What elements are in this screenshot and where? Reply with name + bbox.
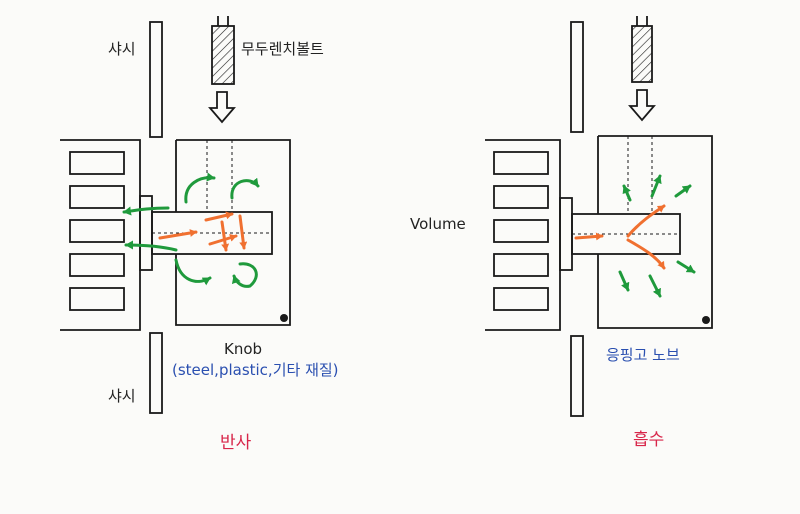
orange-arrow bbox=[574, 232, 604, 241]
knob-label: Knob bbox=[224, 340, 263, 358]
right-diagram bbox=[485, 16, 713, 417]
shaft-collar bbox=[139, 195, 153, 271]
absorb-caption: 흡수 bbox=[633, 430, 665, 450]
heatsink-fin bbox=[69, 253, 125, 277]
green-arrow bbox=[184, 172, 216, 204]
green-arrow bbox=[124, 240, 178, 252]
right-green-arrows bbox=[618, 174, 696, 298]
heatsink-fin bbox=[69, 151, 125, 175]
down-arrow-icon bbox=[628, 89, 656, 122]
green-arrow bbox=[122, 206, 170, 216]
heatsink-fin bbox=[69, 219, 125, 243]
heatsink-fin bbox=[69, 287, 125, 311]
orange-arrow bbox=[626, 204, 666, 238]
heatsink-fin bbox=[493, 253, 549, 277]
heatsink-fin bbox=[493, 287, 549, 311]
heatsink-fin bbox=[493, 151, 549, 175]
green-arrow bbox=[174, 258, 212, 286]
chassis-bottom-label: 샤시 bbox=[108, 387, 136, 405]
shaft-collar bbox=[559, 197, 573, 271]
down-arrow-icon bbox=[208, 91, 236, 124]
knob-body bbox=[597, 135, 713, 329]
green-arrow bbox=[622, 184, 632, 202]
chassis-bottom-plate bbox=[149, 332, 163, 414]
heatsink-fin bbox=[493, 185, 549, 209]
chassis-top-plate bbox=[570, 21, 584, 133]
green-arrow bbox=[648, 274, 662, 298]
bolt-label: 무두렌치볼트 bbox=[241, 40, 324, 58]
knob-material-label: (steel,plastic,기타 재질) bbox=[172, 361, 339, 379]
left-orange-arrows bbox=[158, 211, 248, 252]
green-arrow bbox=[676, 260, 696, 274]
set-screw bbox=[211, 25, 235, 85]
heatsink-body bbox=[60, 139, 141, 331]
heatsink-fin bbox=[493, 219, 549, 243]
chassis-bottom-plate bbox=[570, 335, 584, 417]
orange-arrow bbox=[158, 229, 198, 240]
orange-arrow bbox=[204, 211, 234, 222]
green-arrow bbox=[650, 174, 662, 198]
left-diagram bbox=[60, 16, 291, 414]
green-arrow bbox=[618, 270, 630, 292]
knob-body bbox=[175, 139, 291, 326]
absorb-knob-label: 응핑고 노브 bbox=[606, 346, 680, 364]
reflect-caption: 반사 bbox=[220, 433, 252, 453]
green-arrow bbox=[231, 262, 258, 288]
orange-arrow bbox=[208, 233, 238, 246]
set-screw bbox=[631, 25, 653, 83]
orange-arrow bbox=[220, 220, 230, 252]
left-green-arrows bbox=[122, 172, 260, 288]
right-orange-arrows bbox=[574, 204, 666, 270]
orange-arrow bbox=[238, 214, 248, 250]
heatsink-fin bbox=[69, 185, 125, 209]
chassis-top-plate bbox=[149, 21, 163, 138]
orange-arrow bbox=[626, 238, 666, 270]
volume-label: Volume bbox=[410, 215, 466, 233]
green-arrow bbox=[674, 184, 692, 198]
chassis-top-label: 샤시 bbox=[108, 40, 136, 58]
green-arrow bbox=[230, 177, 260, 200]
